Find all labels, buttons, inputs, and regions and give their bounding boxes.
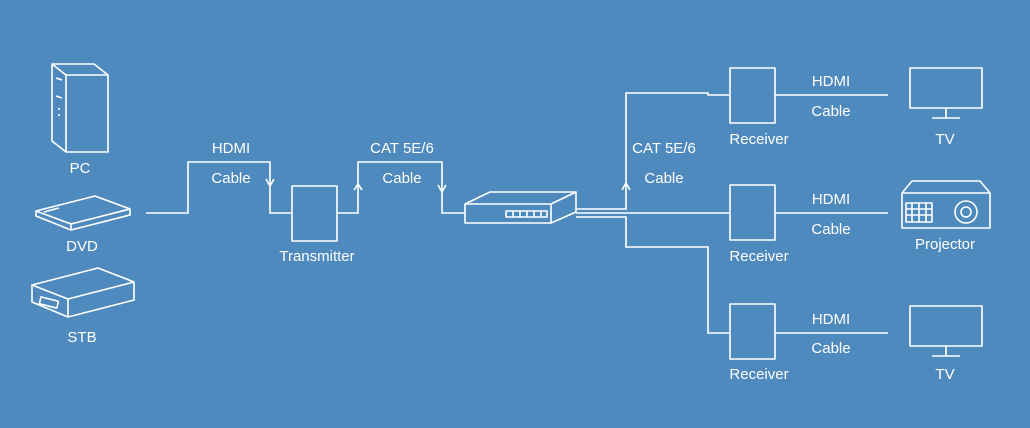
- cat-in-label-1: CAT 5E/6: [370, 140, 434, 157]
- hdmi-cable-input: [146, 161, 292, 214]
- tv-icon: [909, 305, 983, 357]
- output-1-cable-label-1: HDMI: [812, 73, 850, 90]
- output-2-cable-label-1: HDMI: [812, 191, 850, 208]
- cat-cable-output: [576, 92, 730, 334]
- output-1-cable-label-2: Cable: [811, 103, 850, 120]
- tv-icon: [909, 67, 983, 119]
- input-cable-label-2: Cable: [211, 170, 250, 187]
- cat-out-label-1: CAT 5E/6: [632, 140, 696, 157]
- cat-out-label-2: Cable: [644, 170, 683, 187]
- output-3-cable-label-2: Cable: [811, 340, 850, 357]
- receiver-box-icon: [729, 67, 776, 124]
- input-cable-label-1: HDMI: [212, 140, 250, 157]
- receiver-box-icon: [729, 184, 776, 241]
- set-top-box-icon: [31, 267, 135, 318]
- receiver-label-1: Receiver: [729, 131, 788, 148]
- display-label-3: TV: [935, 366, 954, 383]
- network-switch-icon: [464, 191, 577, 224]
- transmitter-box-icon: [291, 185, 338, 242]
- source-label-stb: STB: [67, 329, 96, 346]
- source-label-dvd: DVD: [66, 238, 98, 255]
- dvd-player-icon: [35, 195, 131, 231]
- receiver-box-icon: [729, 303, 776, 360]
- receiver-label-2: Receiver: [729, 248, 788, 265]
- output-2-cable-label-2: Cable: [811, 221, 850, 238]
- projector-icon: [901, 180, 991, 229]
- receiver-label-3: Receiver: [729, 366, 788, 383]
- display-label-1: TV: [935, 131, 954, 148]
- transmitter-label: Transmitter: [279, 248, 354, 265]
- source-label-pc: PC: [70, 160, 91, 177]
- display-label-2: Projector: [915, 236, 975, 253]
- cat-cable-input: [337, 161, 465, 214]
- output-3-cable-label-1: HDMI: [812, 311, 850, 328]
- cat-in-label-2: Cable: [382, 170, 421, 187]
- pc-tower-icon: [51, 63, 109, 153]
